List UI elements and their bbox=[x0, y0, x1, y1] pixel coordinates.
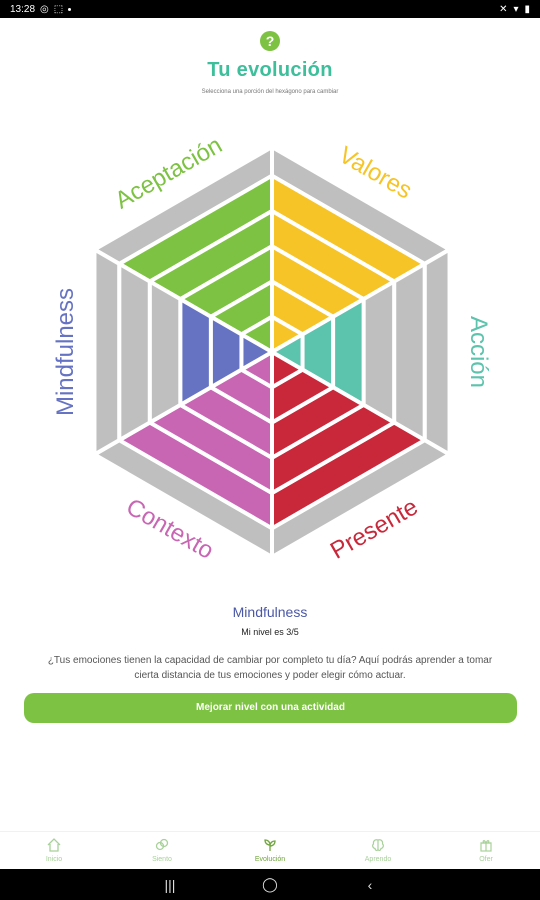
home-icon bbox=[47, 838, 61, 852]
dot-icon bbox=[68, 7, 72, 11]
notification-icon: ◎ bbox=[40, 3, 49, 15]
selected-segment-title: Mindfulness bbox=[232, 604, 308, 620]
selected-segment-level: Mi nivel es 3/5 bbox=[241, 627, 299, 637]
nav-item-siento[interactable]: Siento bbox=[108, 832, 216, 869]
recent-apps-icon[interactable]: ||| bbox=[164, 876, 176, 893]
system-navigation-bar: ||| ◯ ‹ bbox=[0, 869, 540, 900]
help-button[interactable]: ? bbox=[260, 31, 280, 51]
hexagon-band-mindfulness-5[interactable] bbox=[117, 261, 152, 443]
nav-label: Evolución bbox=[254, 856, 286, 863]
page-subtitle: Selecciona una porción del hexágono para… bbox=[201, 89, 339, 95]
hexagon-band-acción-6[interactable] bbox=[422, 247, 452, 457]
hexagon-band-acción-5[interactable] bbox=[392, 261, 427, 443]
status-bar: 13:28 ◎ ⬚ ✕ ▾ ▮ bbox=[0, 0, 540, 18]
improve-level-button[interactable]: Mejorar nivel con una actividad bbox=[24, 693, 517, 723]
selected-segment-description: ¿Tus emociones tienen la capacidad de ca… bbox=[47, 655, 493, 681]
heart-link-icon bbox=[155, 838, 169, 851]
mute-icon: ✕ bbox=[499, 3, 508, 15]
nav-item-evolucion[interactable]: Evolución bbox=[216, 832, 324, 869]
bottom-navigation: Inicio Siento Evolución Aprendo Ofer bbox=[0, 831, 540, 869]
nav-label: Aprendo bbox=[364, 856, 392, 863]
status-time: 13:28 bbox=[10, 3, 36, 15]
nav-item-aprendo[interactable]: Aprendo bbox=[324, 832, 432, 869]
hexagon-band-mindfulness-6[interactable] bbox=[92, 247, 122, 457]
nav-item-inicio[interactable]: Inicio bbox=[0, 832, 108, 869]
nav-label: Ofer bbox=[479, 856, 493, 863]
hexagon-band-acción-4[interactable] bbox=[361, 279, 397, 425]
hexagon-band-mindfulness-4[interactable] bbox=[147, 279, 183, 425]
gift-icon bbox=[480, 840, 492, 852]
notification-icon-2: ⬚ bbox=[53, 3, 64, 15]
hexagon-band-mindfulness-3[interactable] bbox=[178, 297, 213, 407]
home-button-icon[interactable]: ◯ bbox=[262, 876, 278, 892]
page-title: Tu evolución bbox=[207, 59, 333, 81]
nav-label: Inicio bbox=[45, 856, 63, 863]
hexagon-label-mindfulness[interactable]: Mindfulness bbox=[52, 288, 79, 416]
battery-icon: ▮ bbox=[524, 3, 530, 15]
nav-label: Siento bbox=[152, 856, 172, 863]
wifi-icon: ▾ bbox=[513, 3, 519, 15]
nav-item-ofer[interactable]: Ofer bbox=[432, 832, 540, 869]
hexagon-band-mindfulness-1[interactable] bbox=[239, 332, 274, 372]
back-icon[interactable]: ‹ bbox=[367, 876, 373, 893]
growth-icon bbox=[264, 839, 276, 851]
hexagon-label-acción[interactable]: Acción bbox=[465, 316, 492, 388]
brain-icon bbox=[372, 839, 384, 852]
